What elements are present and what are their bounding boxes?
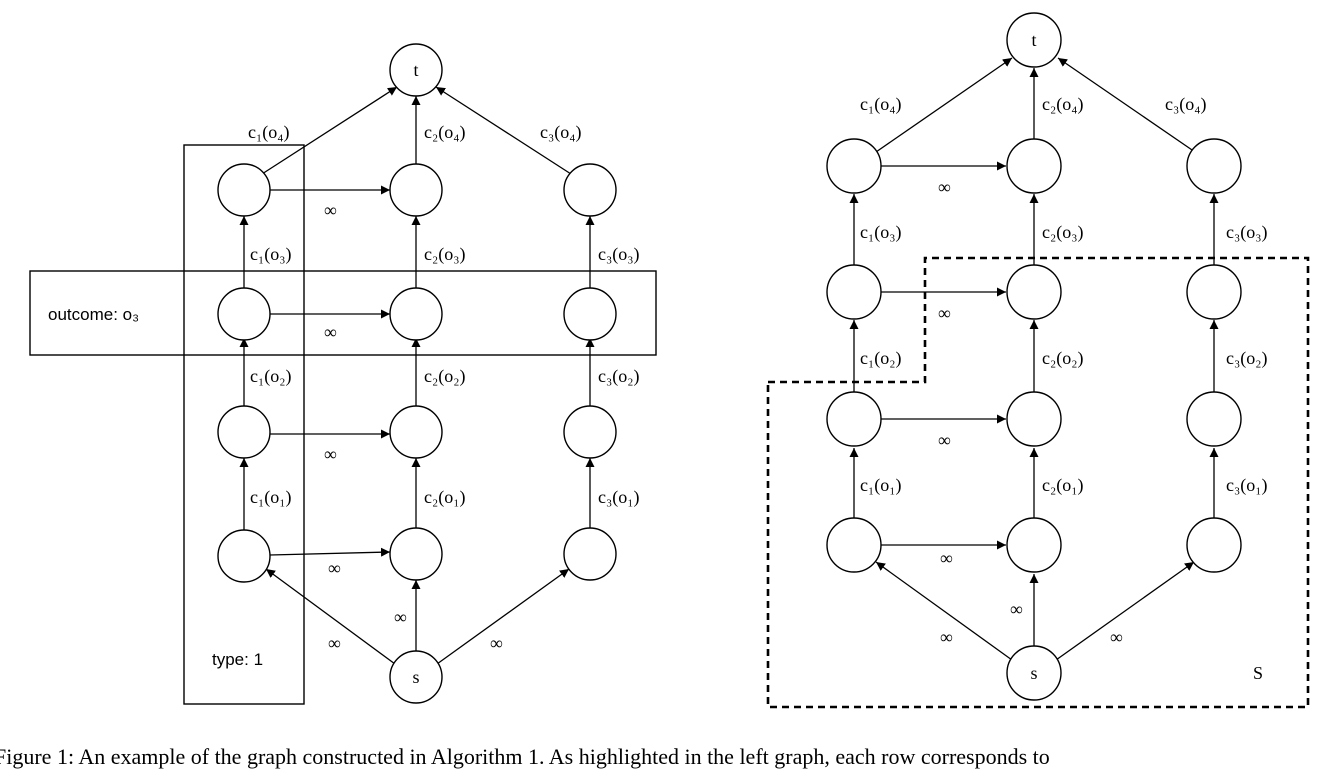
- outcome-row-box: [29, 270, 657, 356]
- inf-label: ∞: [938, 177, 951, 197]
- node-c1-r1: [826, 517, 882, 573]
- edge-label: c₂(o₂): [424, 366, 466, 387]
- inf-label: ∞: [324, 200, 337, 220]
- inf-label: ∞: [324, 444, 337, 464]
- node-c3-r3: [1186, 264, 1242, 320]
- cut-set-region: [766, 256, 1310, 709]
- inf-label: ∞: [324, 322, 337, 342]
- edge-label: c₁(o₂): [250, 366, 292, 387]
- edge-label: c₃(o₃): [598, 244, 640, 265]
- node-c2-r4: [1006, 138, 1062, 194]
- edge-inf-r1: [269, 547, 391, 557]
- edge-label: c₂(o₄): [1042, 94, 1084, 115]
- edge-label: c₁(o₃): [860, 222, 902, 243]
- outcome-label: outcome: o₃: [48, 305, 139, 324]
- left-graph: t s outcome: o₃ type: 1 c₁(o₄) c₂(o₄) c₃…: [29, 43, 657, 705]
- set-s-label: S: [1253, 663, 1263, 683]
- inf-label: ∞: [940, 548, 953, 568]
- node-c1-r2: [826, 391, 882, 447]
- edge-label: c₃(o₁): [598, 487, 640, 508]
- edge-label: c₂(o₃): [1042, 222, 1084, 243]
- type-label: type: 1: [212, 650, 263, 669]
- node-c2-r4: [389, 163, 443, 217]
- edge-label: c₁(o₂): [860, 348, 902, 369]
- inf-label: ∞: [490, 633, 503, 653]
- node-c3-r2: [563, 405, 617, 459]
- edge-label: c₁(o₁): [250, 487, 292, 508]
- edge-label: c₂(o₂): [1042, 348, 1084, 369]
- edge-label: c₂(o₁): [424, 487, 466, 508]
- edge-label: c₃(o₂): [1226, 348, 1268, 369]
- node-c2-r3: [389, 287, 443, 341]
- type-column-box: [183, 144, 305, 705]
- node-s: [1006, 645, 1062, 701]
- edge-s-col1: [265, 568, 396, 665]
- node-c3-r3: [563, 287, 617, 341]
- node-t: [389, 43, 443, 97]
- edge-label: c₁(o₃): [250, 244, 292, 265]
- edge-label: c₃(o₄): [1165, 94, 1207, 115]
- node-s-label: s: [412, 667, 419, 687]
- edge-label: c₁(o₄): [248, 122, 290, 143]
- node-c1-r1: [217, 529, 271, 583]
- inf-label: ∞: [1110, 627, 1123, 647]
- node-c2-r1: [1006, 517, 1062, 573]
- node-c2-r3: [1006, 264, 1062, 320]
- edge-label: c₁(o₁): [860, 475, 902, 496]
- edge-s-col3: [1055, 561, 1195, 661]
- inf-label: ∞: [940, 627, 953, 647]
- node-c1-r3: [217, 287, 271, 341]
- edge-col1-t: [261, 86, 398, 175]
- inf-label: ∞: [394, 607, 407, 627]
- inf-label: ∞: [328, 633, 341, 653]
- node-s: [389, 650, 443, 704]
- edge-col1-t: [875, 57, 1013, 153]
- inf-label: ∞: [938, 303, 951, 323]
- edge-label: c₃(o₄): [540, 122, 582, 143]
- node-c3-r4: [563, 163, 617, 217]
- edge-label: c₁(o₄): [860, 94, 902, 115]
- edge-col3-t: [1057, 57, 1196, 153]
- node-c1-r4: [217, 163, 271, 217]
- right-graph: t s S c₁(o₄) c₂(o₄) c₃(o₄) c₁(o₃) c₂(o₃)…: [766, 12, 1310, 709]
- node-c3-r1: [563, 527, 617, 581]
- node-t-label: t: [1031, 30, 1036, 50]
- figure-caption: Figure 1: An example of the graph constr…: [0, 744, 1050, 769]
- node-c3-r4: [1186, 138, 1242, 194]
- node-c3-r2: [1186, 391, 1242, 447]
- edge-label: c₃(o₃): [1226, 222, 1268, 243]
- inf-label: ∞: [328, 558, 341, 578]
- edge-label: c₂(o₄): [424, 122, 466, 143]
- inf-label: ∞: [1010, 599, 1023, 619]
- node-c1-r2: [217, 405, 271, 459]
- edge-label: c₃(o₂): [598, 366, 640, 387]
- node-c1-r3: [826, 264, 882, 320]
- edge-label: c₂(o₁): [1042, 475, 1084, 496]
- node-s-label: s: [1030, 663, 1037, 683]
- node-c1-r4: [826, 138, 882, 194]
- edge-label: c₂(o₃): [424, 244, 466, 265]
- edge-s-col3: [436, 568, 570, 665]
- node-c2-r2: [1006, 391, 1062, 447]
- edge-col3-t: [435, 86, 572, 175]
- inf-label: ∞: [938, 430, 951, 450]
- edge-label: c₃(o₁): [1226, 475, 1268, 496]
- node-c2-r2: [389, 405, 443, 459]
- node-c3-r1: [1186, 517, 1242, 573]
- node-t-label: t: [413, 60, 418, 80]
- node-t: [1006, 12, 1062, 68]
- node-c2-r1: [389, 527, 443, 581]
- edge-s-col1: [875, 561, 1013, 661]
